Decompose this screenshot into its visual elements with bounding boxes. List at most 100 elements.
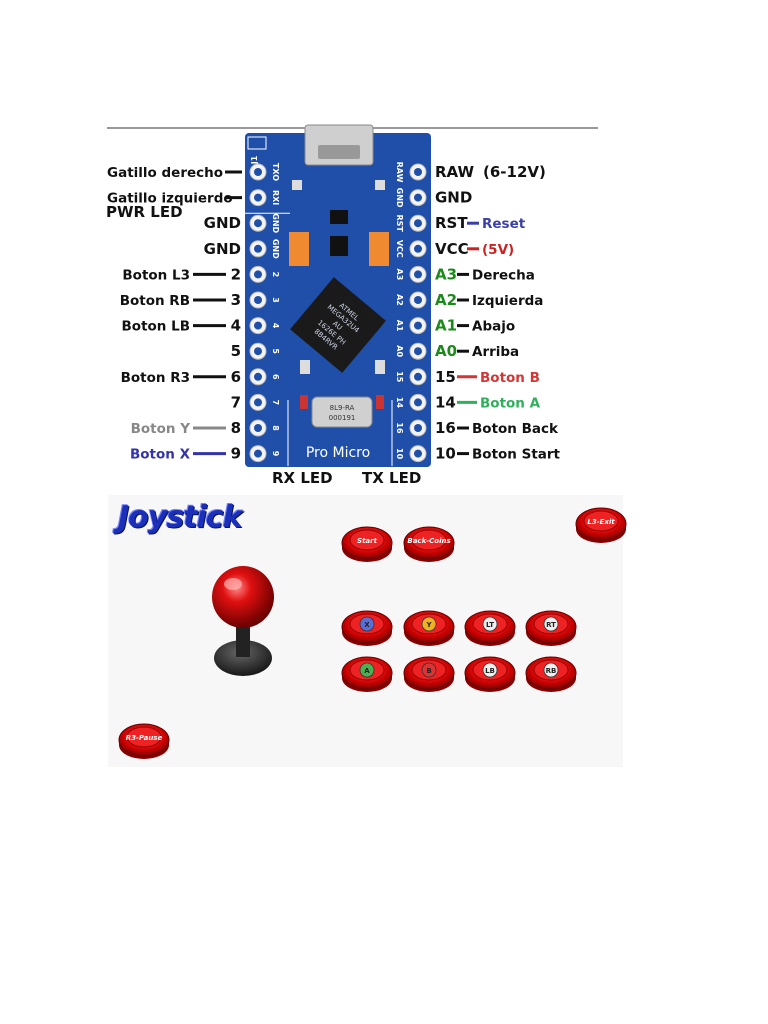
silk-left: 9 [271,451,280,457]
button-label: RT [546,621,556,629]
back-coins-button[interactable]: Back-Coins [403,526,455,562]
capacitor [289,232,309,266]
right-pin-name: A3 [435,265,457,283]
silk-left: TXO [271,163,280,181]
silk-left: 8 [271,425,280,431]
silk-right: GND [395,188,404,208]
rx-led-label: RX LED [272,469,333,487]
crystal-text-1: 8L9-RA [330,404,355,412]
atmega-chip [290,277,386,373]
left-pin-name: GND [204,214,241,232]
capacitor [369,232,389,266]
left-pin-name: GND [204,240,241,258]
right-pin-function: Boton Back [472,421,559,437]
face-button-a[interactable]: A [341,656,393,692]
right-pin-function: Boton A [480,395,541,411]
right-pin-name: 10 [435,445,456,463]
face-button-y[interactable]: Y [403,610,455,646]
pwr-led-label: PWR LED [106,203,183,221]
right-pin-name: 16 [435,419,456,437]
joystick-base [214,640,272,676]
silk-right: 10 [395,448,404,460]
start-button[interactable]: Start [341,526,393,562]
button-label: Back-Coins [407,537,450,545]
crystal-text-2: 000191 [329,414,356,422]
left-pin-function: Boton RB [120,293,190,309]
silk-left: GND [271,213,280,233]
left-pin-function: Boton X [130,447,191,463]
face-button-lb[interactable]: LB [464,656,516,692]
face-button-rt[interactable]: RT [525,610,577,646]
left-pin-name: 8 [231,419,241,437]
silk-left: 3 [271,297,280,303]
silk-right: A0 [395,345,404,357]
right-pin-function: Derecha [472,267,535,283]
button-label: Y [425,621,432,629]
left-pin-name: 5 [231,342,241,360]
silk-left: 7 [271,400,280,406]
l3-exit-button[interactable]: L3-Exit [575,507,627,543]
silk-right: 14 [395,397,404,409]
right-pin-name: A0 [435,342,457,360]
left-pin-function: Gatillo izquierdo [107,191,233,207]
right-pin-name: RAW [435,163,474,181]
face-button-x[interactable]: X [341,610,393,646]
right-pin-function: Izquierda [472,293,543,309]
r3-pause-button[interactable]: R3-Pause [118,723,170,759]
left-pin-function: Boton LB [122,319,191,335]
silk-right: 15 [395,371,404,383]
button-label: LT [486,621,494,629]
right-pin-name: GND [435,189,472,207]
left-pin-name: 2 [231,265,241,283]
silk-right: RST [395,215,404,233]
crystal [311,396,373,428]
left-pin-function: Boton R3 [121,370,190,386]
left-pin-name: 6 [231,368,241,386]
right-pin-name: 15 [435,368,456,386]
right-pin-function: (6-12V) [483,163,546,181]
right-pin-function: (5V) [482,242,514,258]
silk-right: A1 [395,320,404,332]
button-label: L3-Exit [587,518,615,526]
right-pin-name: A2 [435,291,457,309]
right-pin-name: 14 [435,393,456,411]
left-pin-name: 9 [231,445,241,463]
silk-left: RXI [271,190,280,205]
face-button-b[interactable]: B [403,656,455,692]
silk-right: 16 [395,422,404,434]
silk-left: 5 [271,348,280,354]
joystick-ball[interactable] [212,566,274,628]
button-label: A [364,667,370,675]
face-button-lt[interactable]: LT [464,610,516,646]
right-pin-function: Boton B [480,370,540,386]
joystick-title: Joystick [118,500,243,535]
silk-right: RAW [395,162,404,183]
silk-left: GND [271,239,280,259]
left-pin-name: 7 [231,393,241,411]
button-label: LB [485,667,495,675]
button-label: RB [546,667,557,675]
silk-right: A3 [395,269,404,281]
right-pin-function: Boton Start [472,447,561,463]
tx-led-label: TX LED [362,469,421,487]
left-pin-function: Boton L3 [122,267,190,283]
right-pin-function: Abajo [472,319,515,335]
left-pin-name: 3 [231,291,241,309]
silk-left: 2 [271,272,280,278]
right-pin-name: RST [435,214,468,232]
board-name: Pro Micro [306,445,370,461]
right-pin-function: Arriba [472,344,519,360]
silk-right: VCC [395,240,404,258]
right-pin-name: A1 [435,317,457,335]
left-pin-name: 4 [231,317,241,335]
button-label: R3-Pause [126,734,163,742]
left-pin-function: Boton Y [131,421,191,437]
button-label: X [364,621,370,629]
face-button-rb[interactable]: RB [525,656,577,692]
